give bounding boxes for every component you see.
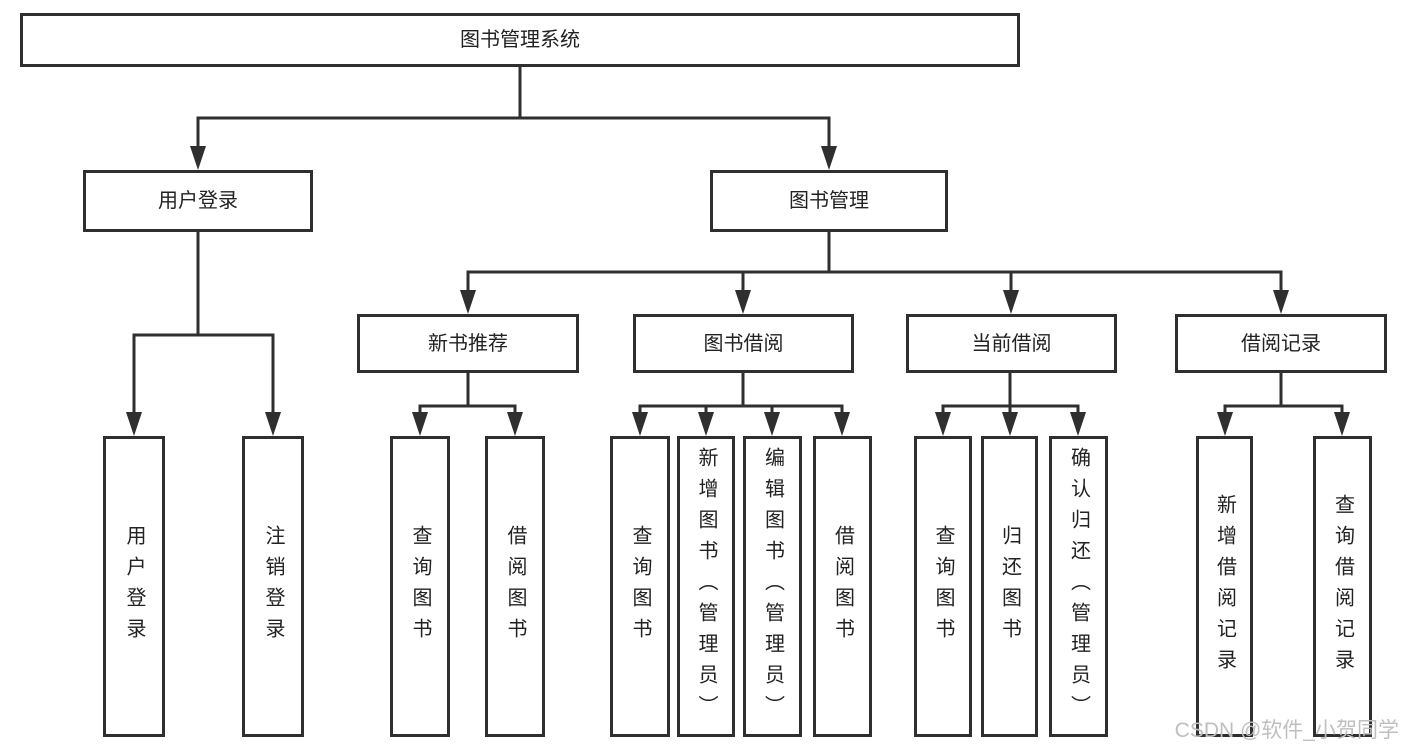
csdn-watermark: CSDN @软件_小贺同学	[1174, 719, 1399, 742]
leaf-edit-books-admin: 编辑图书（管理员）	[743, 436, 802, 737]
leaf-query-borrow-record: 查询借阅记录	[1313, 436, 1372, 737]
leaf-add-books-admin: 新增图书（管理员）	[677, 436, 735, 737]
leaf-query-books-3-label: 查询图书	[932, 524, 954, 649]
leaf-user-login: 用户登录	[103, 436, 165, 737]
node-book-borrow-label: 图书借阅	[703, 332, 784, 355]
leaf-add-books-admin-label: 新增图书（管理员）	[695, 447, 717, 726]
leaf-query-books-1-label: 查询图书	[409, 524, 431, 649]
node-new-book-recommend-label: 新书推荐	[428, 332, 508, 355]
node-user-login: 用户登录	[83, 170, 313, 232]
node-user-login-label: 用户登录	[158, 190, 238, 212]
node-library-system-label: 图书管理系统	[460, 29, 580, 51]
node-book-borrow: 图书借阅	[633, 314, 854, 373]
node-current-borrow: 当前借阅	[906, 314, 1117, 373]
leaf-return-books-label: 归还图书	[998, 524, 1021, 649]
leaf-user-login-label: 用户登录	[123, 524, 145, 649]
leaf-query-books-2: 查询图书	[610, 436, 670, 737]
node-borrow-records-label: 借阅记录	[1241, 332, 1321, 355]
leaf-edit-books-admin-label: 编辑图书（管理员）	[761, 447, 784, 726]
leaf-borrow-books-2: 借阅图书	[813, 436, 872, 737]
leaf-query-books-3: 查询图书	[914, 436, 972, 737]
leaf-query-books-1: 查询图书	[390, 436, 450, 737]
node-borrow-records: 借阅记录	[1175, 314, 1387, 373]
leaf-confirm-return-admin: 确认归还（管理员）	[1049, 436, 1108, 737]
leaf-borrow-books-2-label: 借阅图书	[831, 524, 854, 649]
leaf-borrow-books-1-label: 借阅图书	[504, 524, 526, 649]
leaf-query-books-2-label: 查询图书	[629, 524, 651, 649]
leaf-query-borrow-record-label: 查询借阅记录	[1331, 493, 1354, 680]
leaf-logout: 注销登录	[242, 436, 304, 737]
node-current-borrow-label: 当前借阅	[971, 332, 1052, 355]
leaf-return-books: 归还图书	[981, 436, 1038, 737]
node-book-management: 图书管理	[710, 170, 948, 232]
node-new-book-recommend: 新书推荐	[357, 314, 579, 373]
leaf-add-borrow-record: 新增借阅记录	[1196, 436, 1253, 737]
node-book-management-label: 图书管理	[789, 190, 869, 212]
leaf-add-borrow-record-label: 新增借阅记录	[1213, 493, 1236, 680]
node-library-system: 图书管理系统	[20, 13, 1020, 67]
leaf-borrow-books-1: 借阅图书	[485, 436, 545, 737]
leaf-logout-label: 注销登录	[262, 524, 284, 649]
leaf-confirm-return-admin-label: 确认归还（管理员）	[1067, 447, 1090, 726]
